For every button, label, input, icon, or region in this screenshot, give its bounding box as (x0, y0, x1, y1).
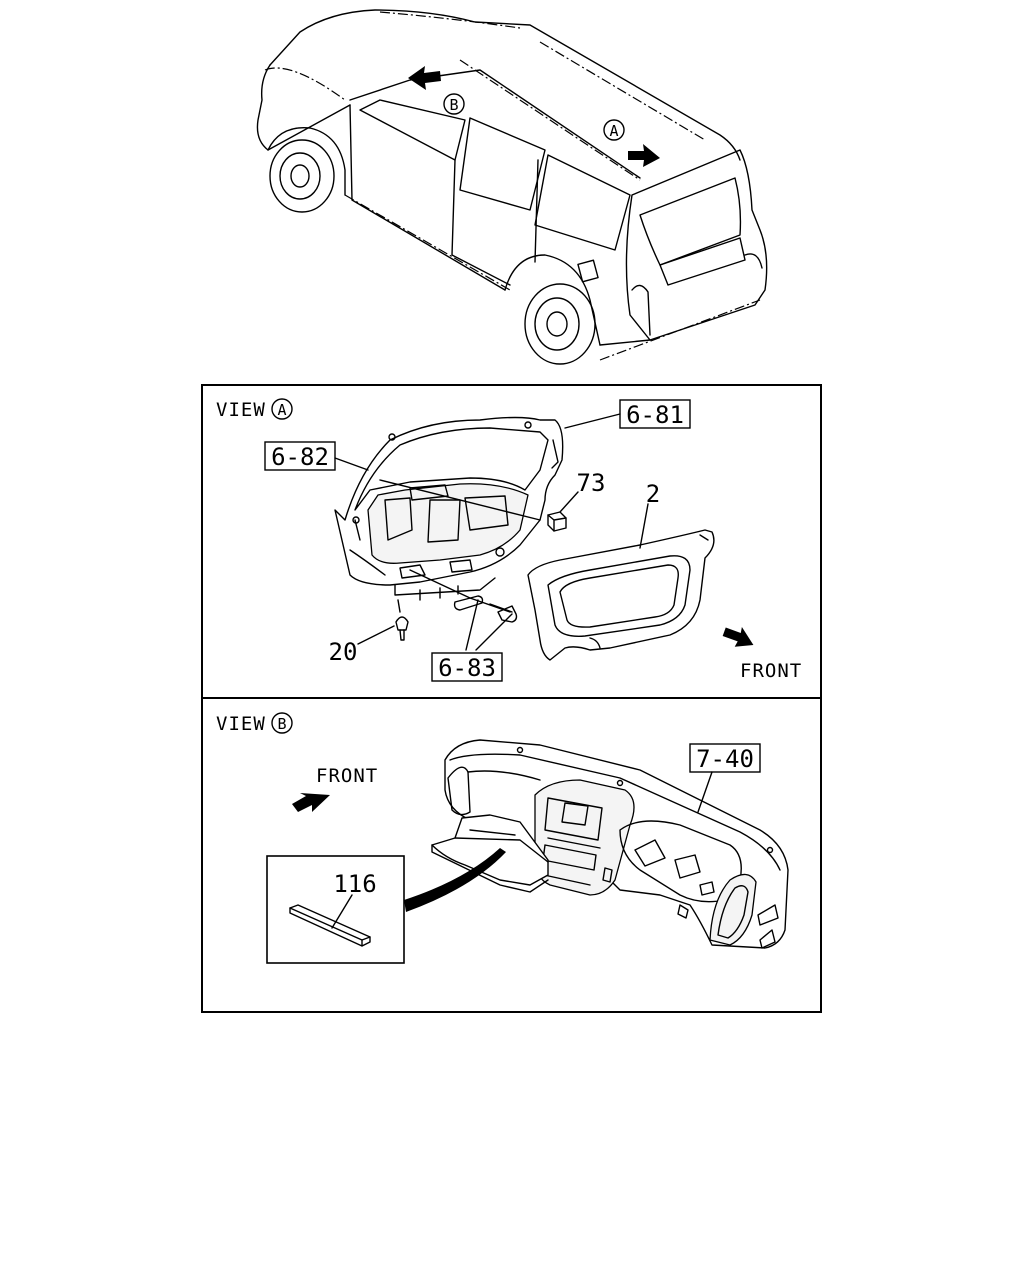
callout-6-82: 6-82 (264, 441, 336, 471)
view-a-label: VIEW (216, 399, 266, 421)
vehicle-marker-b: B (443, 93, 465, 115)
callout-7-40: 7-40 (689, 743, 761, 773)
callout-2: 2 (646, 480, 660, 508)
vehicle-illustration: B A (256, 9, 768, 365)
svg-text:6-83: 6-83 (438, 654, 496, 682)
ref-6-83-clips (409, 569, 518, 623)
inset-pointer-icon (404, 848, 506, 912)
part-116-inset: 116 (266, 855, 405, 964)
view-b-label: VIEW (216, 713, 266, 735)
view-b-front-label: FRONT (316, 765, 378, 787)
part-2-trim-panel (527, 529, 715, 661)
view-a-marker: A (277, 401, 286, 419)
view-b-panel: VIEW B FRONT (201, 697, 822, 1013)
svg-text:6-81: 6-81 (626, 401, 684, 429)
glove-box (431, 814, 549, 893)
front-arrow-icon (722, 626, 754, 647)
svg-text:6-82: 6-82 (271, 443, 329, 471)
vehicle-marker-a: A (603, 119, 625, 141)
view-b-marker: B (277, 715, 286, 733)
dashboard-assembly (444, 739, 789, 949)
view-a-front-label: FRONT (740, 660, 802, 682)
arrow-to-view-a-icon (628, 144, 660, 167)
callout-116: 116 (333, 870, 376, 898)
callout-73: 73 (577, 469, 606, 497)
svg-text:A: A (609, 122, 618, 140)
callout-20: 20 (329, 638, 358, 666)
callout-6-83: 6-83 (431, 652, 503, 682)
part-73-clip (547, 511, 567, 532)
front-arrow-icon (292, 793, 330, 812)
svg-text:7-40: 7-40 (696, 745, 754, 773)
arrow-to-view-b-icon (408, 66, 441, 90)
view-a-panel: VIEW A (201, 384, 822, 699)
svg-text:B: B (449, 96, 458, 114)
tailgate-inner-frame (334, 416, 564, 601)
part-20-screw (395, 599, 409, 641)
callout-6-81: 6-81 (619, 399, 691, 429)
